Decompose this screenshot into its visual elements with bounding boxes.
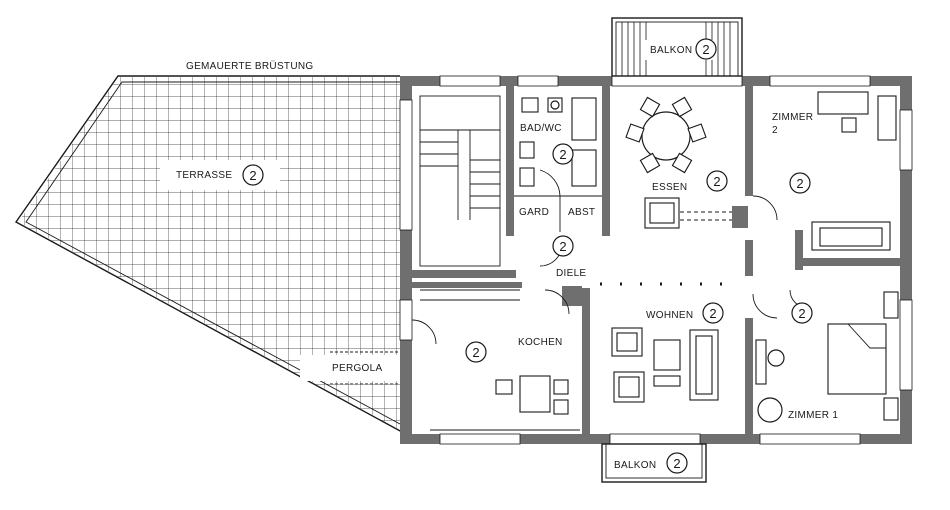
unit-marker-room1: 2 — [791, 302, 813, 324]
room2-furniture — [811, 91, 897, 251]
unit-marker-balcony-top: 2 — [695, 38, 717, 60]
wardrobe-label: GARD — [519, 207, 549, 218]
unit-marker-balcony-bottom: 2 — [666, 452, 688, 474]
svg-text:2: 2 — [559, 147, 566, 162]
unit-marker-living: 2 — [702, 302, 724, 324]
interior-walls — [412, 86, 900, 434]
living-label: WOHNEN — [646, 310, 693, 321]
room1-label: ZIMMER 1 — [788, 410, 838, 421]
svg-text:2: 2 — [709, 306, 716, 321]
svg-text:2: 2 — [673, 456, 680, 471]
room2-label: ZIMMER — [772, 112, 813, 123]
pergola-label: PERGOLA — [332, 363, 382, 374]
unit-marker-dining: 2 — [706, 170, 728, 192]
svg-text:2: 2 — [559, 239, 566, 254]
unit-marker-room2: 2 — [789, 172, 811, 194]
hall-label: DIELE — [556, 268, 586, 279]
bath-label: BAD/WC — [520, 123, 562, 134]
bathroom-fixtures — [514, 97, 602, 232]
dining-set — [625, 96, 732, 229]
terrace-label: TERRASSE — [176, 170, 232, 181]
balcony-bottom-label: BALKON — [614, 460, 656, 471]
balcony-top-label: BALKON — [650, 45, 692, 56]
storage-label: ABST — [568, 207, 595, 218]
staircase — [419, 95, 501, 267]
unit-marker-bath: 2 — [552, 143, 574, 165]
dining-label: ESSEN — [652, 182, 687, 193]
svg-text:2: 2 — [702, 42, 709, 57]
svg-text:2: 2 — [249, 168, 256, 183]
parapet-label: GEMAUERTE BRÜSTUNG — [186, 60, 313, 72]
living-furniture — [611, 327, 719, 403]
unit-marker-hall: 2 — [552, 235, 574, 257]
svg-text:2: 2 — [796, 176, 803, 191]
unit-marker-kitchen: 2 — [465, 341, 487, 363]
svg-text:2: 2 — [713, 174, 720, 189]
balcony-bottom — [601, 443, 707, 483]
unit-marker-terrace: 2 — [242, 164, 264, 186]
svg-text:2: 2 — [798, 306, 805, 321]
room1-furniture — [755, 291, 899, 423]
svg-text:2: 2 — [472, 345, 479, 360]
terrace-area — [14, 75, 403, 433]
kitchen-label: KOCHEN — [518, 337, 563, 348]
kitchen-furniture — [420, 289, 580, 431]
room2-number-label: 2 — [772, 125, 778, 136]
